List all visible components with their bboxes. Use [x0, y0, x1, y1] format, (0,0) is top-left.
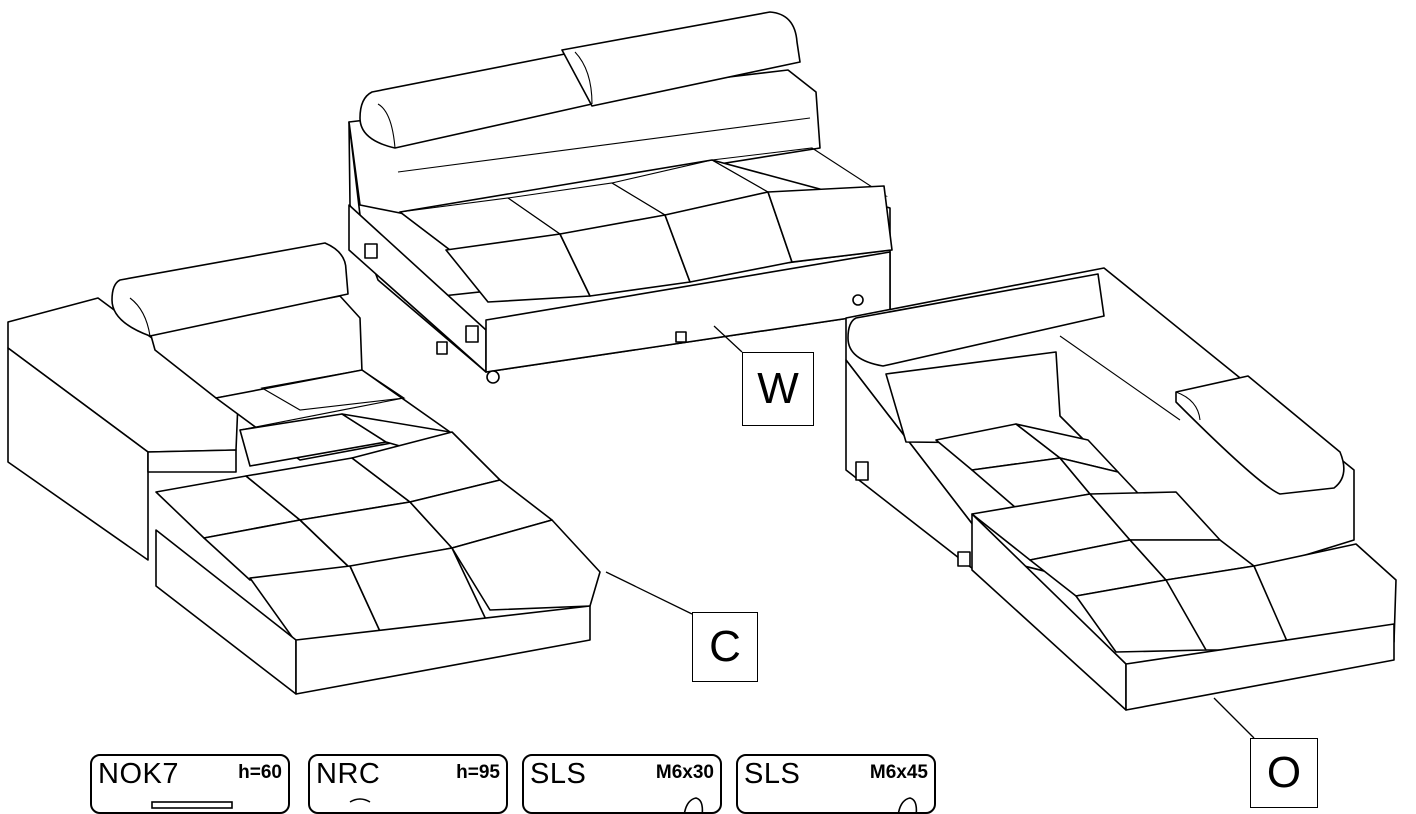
screw-icon	[683, 797, 704, 812]
bracket-icon	[151, 801, 233, 809]
part-spec: h=60	[238, 762, 282, 783]
part-card-nrc: NRC h=95	[308, 754, 508, 814]
headrest-o	[847, 273, 1345, 495]
part-spec: h=95	[456, 762, 500, 783]
leader-w	[713, 325, 743, 353]
part-spec: M6x30	[655, 762, 714, 783]
screw-icon	[897, 797, 918, 812]
part-card-sls-m6x45: SLS M6x45	[736, 754, 936, 814]
label-c: C	[692, 612, 758, 682]
label-o: O	[1250, 738, 1318, 808]
connector-icon	[349, 798, 371, 803]
label-w: W	[742, 352, 814, 426]
module-c	[7, 242, 601, 695]
headrest-right	[561, 11, 801, 107]
part-name: NRC	[316, 758, 381, 790]
part-name: SLS	[530, 758, 587, 790]
headrest-left	[359, 51, 593, 149]
part-name: NOK7	[98, 758, 179, 790]
part-name: SLS	[744, 758, 801, 790]
part-card-sls-m6x30: SLS M6x30	[522, 754, 722, 814]
leader-o	[1213, 697, 1255, 739]
part-card-nok7: NOK7 h=60	[90, 754, 290, 814]
part-spec: M6x45	[869, 762, 928, 783]
headrest-c	[111, 242, 349, 337]
module-w	[348, 11, 893, 384]
leader-c	[605, 571, 693, 615]
module-o	[845, 267, 1397, 711]
